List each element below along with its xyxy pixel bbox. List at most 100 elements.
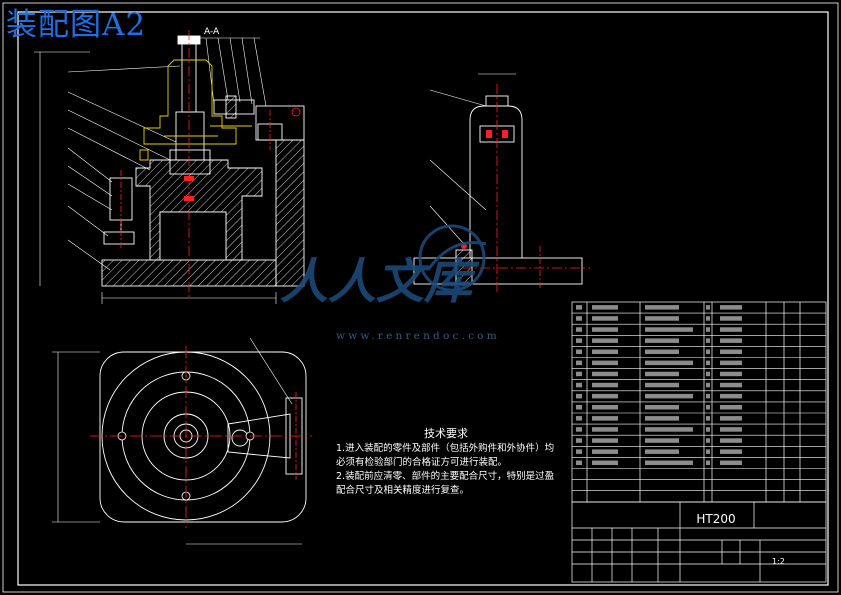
parts-entry-glyphs [645,360,693,366]
parts-entry-glyphs [592,360,618,366]
parts-entry-glyphs [706,393,710,399]
parts-entry-glyphs [706,382,710,388]
parts-entry-glyphs [720,416,742,421]
parts-entry-glyphs [706,338,710,343]
parts-entry-glyphs [645,371,679,377]
parts-entry-glyphs [592,349,618,354]
parts-entry-glyphs [706,405,710,410]
scale-label: 1:2 [772,557,785,566]
parts-entry-glyphs [592,460,618,465]
material-label: HT200 [696,512,735,526]
parts-entry-glyphs [720,460,742,465]
watermark-url: www.renrendoc.com [336,330,500,342]
parts-entry-glyphs [576,393,582,399]
technical-requirements: 技术要求 1.进入装配的零件及部件（包括外购件和外协件）均 必须有检验部门的合格… [336,427,576,498]
parts-entry-glyphs [720,427,742,432]
drawing-title: 装配图A2 [6,7,147,43]
watermark-text: 人人文库 [280,254,480,310]
parts-entry-glyphs [576,438,582,443]
parts-entry-glyphs [706,349,710,354]
parts-entry-glyphs [720,360,742,366]
front-view-red-marks [184,176,194,201]
parts-entry-glyphs [720,327,742,332]
parts-entry-glyphs [720,371,742,377]
parts-entry-glyphs [576,449,582,454]
parts-entry-glyphs [645,305,679,310]
parts-entry-glyphs [706,305,710,310]
parts-entry-glyphs [720,305,742,310]
parts-entry-glyphs [645,393,693,399]
section-label: A-A [204,27,220,37]
parts-entry-glyphs [645,438,679,443]
parts-entry-glyphs [720,393,742,399]
parts-entry-glyphs [706,427,710,432]
parts-entry-glyphs [645,316,679,321]
parts-entry-glyphs [645,449,679,454]
parts-entry-glyphs [720,438,742,443]
side-view-centerlines [462,84,590,292]
parts-entry-glyphs [645,405,679,410]
parts-entry-glyphs [576,405,582,410]
parts-entry-glyphs [706,416,710,421]
title-block [571,501,827,583]
parts-entry-glyphs [592,371,618,377]
parts-entry-glyphs [645,327,693,332]
parts-list-entries [576,305,742,465]
parts-entry-glyphs [592,305,618,310]
parts-entry-glyphs [645,382,679,388]
parts-entry-glyphs [592,382,618,388]
parts-entry-glyphs [706,316,710,321]
parts-entry-glyphs [720,338,742,343]
parts-entry-glyphs [576,427,582,432]
parts-entry-glyphs [576,360,582,366]
parts-entry-glyphs [592,327,618,332]
parts-entry-glyphs [720,405,742,410]
parts-entry-glyphs [592,405,618,410]
parts-entry-glyphs [645,427,693,432]
parts-entry-glyphs [706,449,710,454]
tech-requirement-line-2: 必须有检验部门的合格证方可进行装配。 [336,457,508,468]
parts-entry-glyphs [592,438,618,443]
parts-entry-glyphs [706,360,710,366]
front-section-view [34,35,305,304]
parts-entry-glyphs [576,416,582,421]
parts-entry-glyphs [592,449,618,454]
front-view-centerlines [120,30,301,300]
parts-entry-glyphs [576,327,582,332]
watermark-logo: 人人文库 [280,224,487,310]
tech-requirement-line-3: 2.装配前应清零、部件的主要配合尺寸，特别是过盈 [336,471,555,482]
parts-entry-glyphs [706,438,710,443]
parts-entry-glyphs [576,371,582,377]
parts-entry-glyphs [592,427,618,432]
parts-entry-glyphs [645,338,679,343]
top-view [52,337,307,545]
parts-list-rows [572,312,826,492]
parts-entry-glyphs [576,316,582,321]
parts-entry-glyphs [706,327,710,332]
parts-entry-glyphs [720,382,742,388]
tech-requirement-line-4: 配合尺寸及相关精度进行复查。 [336,485,470,496]
parts-entry-glyphs [645,349,679,354]
tech-requirements-heading: 技术要求 [424,427,468,440]
parts-entry-glyphs [576,338,582,343]
parts-entry-glyphs [645,460,693,465]
parts-entry-glyphs [576,460,582,465]
parts-entry-glyphs [720,316,742,321]
parts-entry-glyphs [645,416,679,421]
parts-entry-glyphs [720,349,742,354]
parts-entry-glyphs [592,316,618,321]
parts-entry-glyphs [720,449,742,454]
side-view [413,73,583,285]
parts-entry-glyphs [576,349,582,354]
parts-entry-glyphs [576,382,582,388]
parts-entry-glyphs [706,460,710,465]
parts-entry-glyphs [576,305,582,310]
tech-requirement-line-1: 1.进入装配的零件及部件（包括外购件和外协件）均 [336,443,555,454]
parts-entry-glyphs [706,371,710,377]
top-view-centerlines [90,346,312,528]
parts-entry-glyphs [592,393,618,399]
parts-entry-glyphs [592,338,618,343]
front-view-yellow-contour [139,59,252,161]
